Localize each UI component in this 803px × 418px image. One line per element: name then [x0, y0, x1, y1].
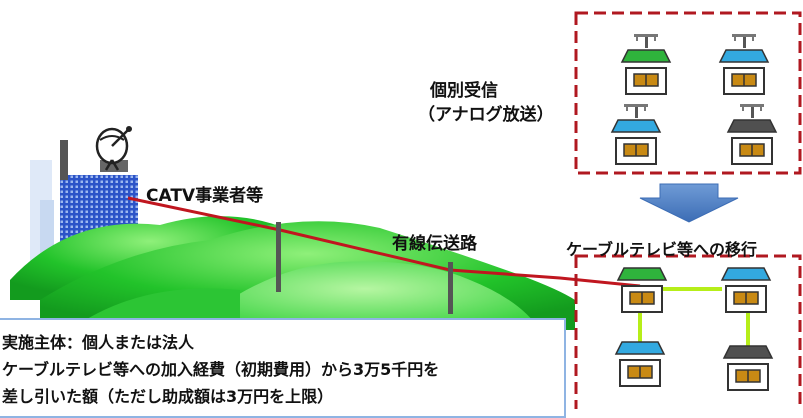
satellite-dish-icon: [95, 126, 132, 171]
subsidy-basis-line: ケーブルテレビ等への加入経費（初期費用）から3万5千円を: [2, 360, 440, 379]
wired-transmission-label: 有線伝送路: [392, 234, 477, 254]
house-icon: [616, 267, 668, 313]
migration-label: ケーブルテレビ等への移行: [566, 240, 758, 259]
house-icon: [722, 345, 774, 391]
house-icon: [620, 33, 672, 95]
subsidy-cap-line: 差し引いた額（ただし助成額は3万円を上限）: [2, 387, 334, 406]
implementing-body-line: 実施主体：個人または法人: [2, 333, 195, 352]
house-icon: [614, 341, 666, 387]
analog-broadcast-label: （アナログ放送）: [418, 105, 554, 125]
house-icon: [726, 103, 778, 165]
individual-reception-frame: [574, 11, 802, 175]
utility-pole: [448, 262, 453, 314]
individual-reception-label: 個別受信: [430, 81, 498, 101]
catv-operator-label: CATV事業者等: [146, 186, 264, 206]
house-icon: [610, 103, 662, 165]
house-icon: [720, 267, 772, 313]
utility-pole: [276, 222, 281, 292]
down-arrow-icon: [639, 183, 739, 223]
house-icon: [718, 33, 770, 95]
description-box: 実施主体：個人または法人 ケーブルテレビ等への加入経費（初期費用）から3万5千円…: [0, 318, 566, 418]
migration-frame: [574, 254, 802, 409]
